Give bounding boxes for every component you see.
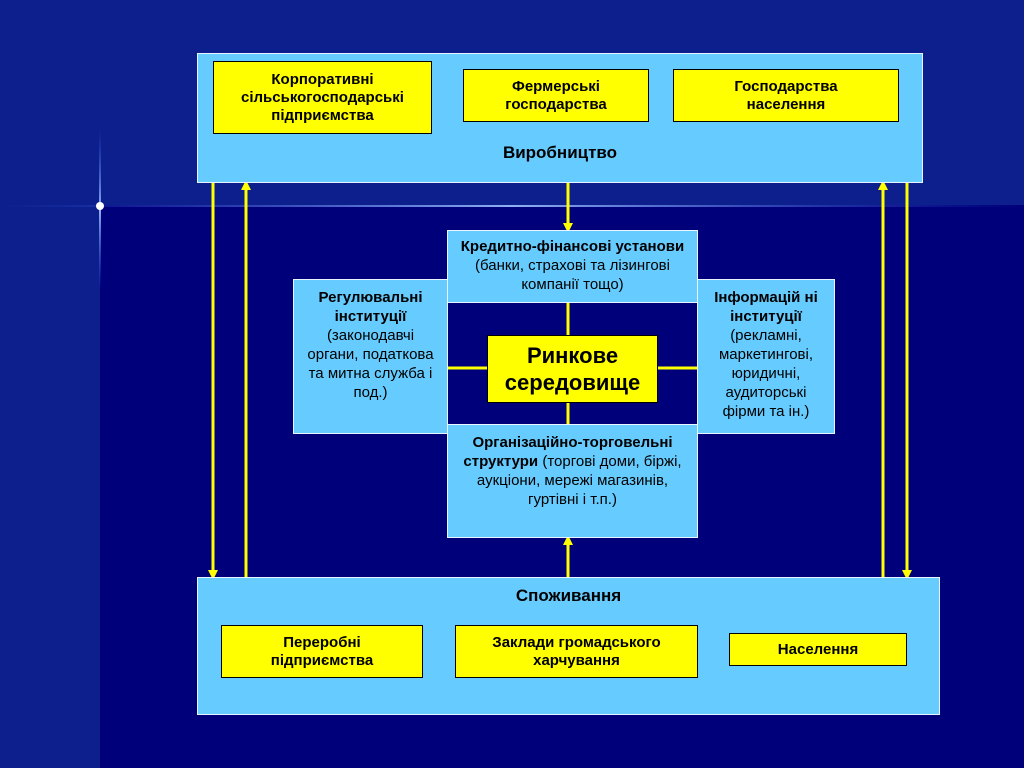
information-institutions-title: Інформацій ні інституції bbox=[714, 289, 818, 325]
regulatory-institutions-box: Регулювальні інституції (законодавчі орг… bbox=[293, 279, 448, 434]
information-institutions-box: Інформацій ні інституції (рекламні, марк… bbox=[697, 279, 835, 434]
trade-structures-box: Організаційно-торговельні структури (тор… bbox=[447, 424, 698, 538]
production-item-corporate-label: Корпоративні сільськогосподарські підпри… bbox=[241, 70, 404, 124]
production-item-farms-label: Фермерські господарства bbox=[505, 77, 607, 113]
consumption-item-population-label: Населення bbox=[777, 640, 859, 658]
market-environment-label: Ринкове середовище bbox=[504, 343, 641, 395]
consumption-item-processing-label: Переробні підприємства bbox=[270, 633, 374, 669]
production-item-households: Господарства населення bbox=[673, 69, 899, 122]
consumption-item-processing: Переробні підприємства bbox=[221, 625, 423, 678]
regulatory-institutions-title: Регулювальні інституції bbox=[318, 289, 423, 325]
trade-structures-title: Організаційно-торговельні структури bbox=[463, 434, 673, 470]
star-sparkle-icon bbox=[96, 202, 104, 210]
credit-institutions-title: Кредитно-фінансові установи bbox=[460, 238, 685, 255]
consumption-item-catering: Заклади громадського харчування bbox=[455, 625, 698, 678]
consumption-title: Споживання bbox=[515, 586, 622, 605]
production-item-corporate: Корпоративні сільськогосподарські підпри… bbox=[213, 61, 432, 134]
production-item-households-label: Господарства населення bbox=[734, 77, 838, 113]
consumption-item-catering-label: Заклади громадського харчування bbox=[492, 633, 661, 669]
credit-institutions-desc: (банки, страхові та лізингові компанії т… bbox=[475, 257, 670, 293]
credit-institutions-box: Кредитно-фінансові установи (банки, стра… bbox=[447, 230, 698, 303]
regulatory-institutions-desc: (законодавчі органи, податкова та митна … bbox=[307, 327, 434, 401]
production-title: Виробництво bbox=[502, 143, 618, 162]
market-environment-box: Ринкове середовище bbox=[487, 335, 658, 403]
production-item-farms: Фермерські господарства bbox=[463, 69, 649, 122]
information-institutions-desc: (рекламні, маркетингові, юридичні, аудит… bbox=[718, 327, 814, 420]
consumption-item-population: Населення bbox=[729, 633, 907, 666]
trade-structures-desc: (торгові доми, біржі, аукціони, мережі м… bbox=[476, 453, 682, 508]
